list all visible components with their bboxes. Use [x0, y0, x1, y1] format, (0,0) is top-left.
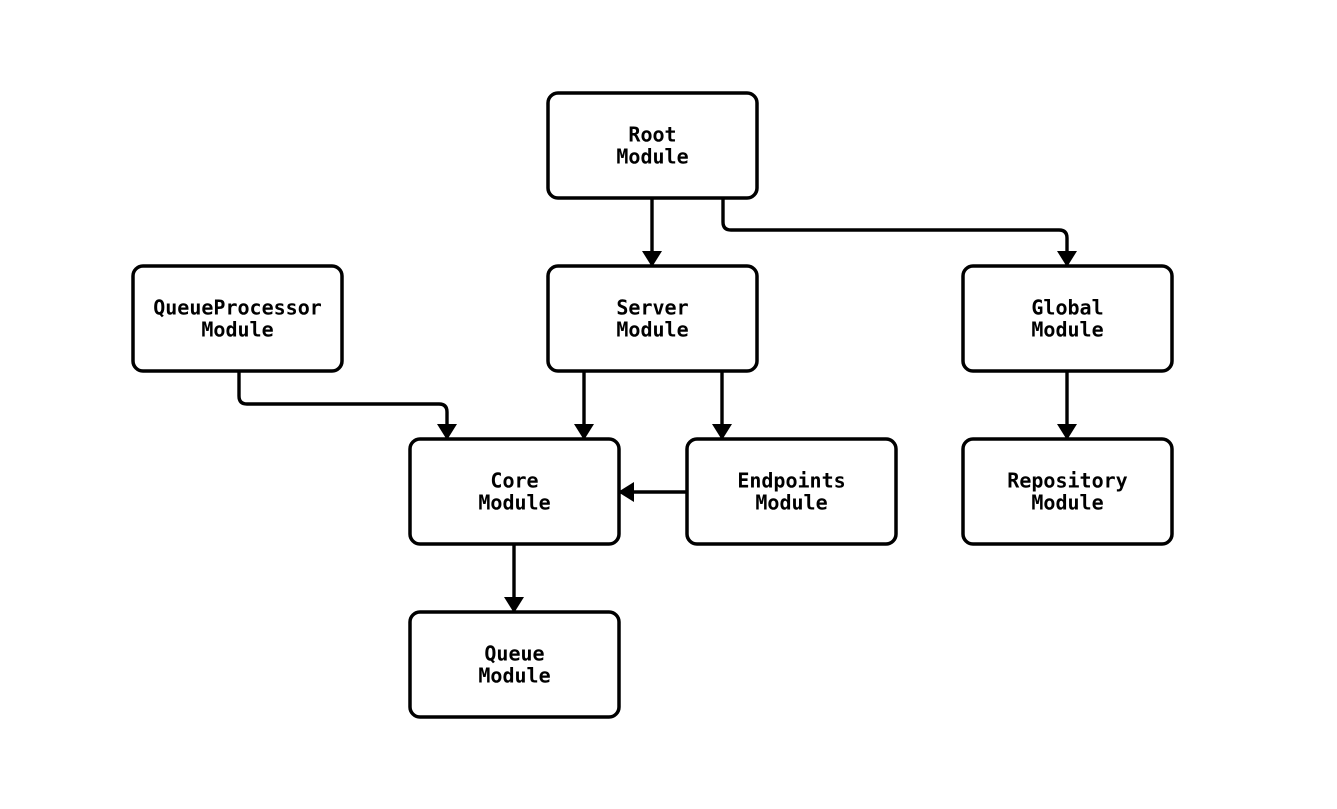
edge-root-module-to-global-module: [721, 196, 1077, 268]
node-label-line: Module: [755, 491, 827, 515]
node-label-line: Module: [616, 318, 688, 342]
node-box: [131, 264, 344, 373]
edges-layer: [237, 196, 1077, 614]
node-label-line: Module: [478, 491, 550, 515]
edge-queueprocessor-module-to-core-module: [237, 369, 457, 441]
node-box: [961, 264, 1174, 373]
node-label-line: Module: [616, 145, 688, 169]
node-label-line: Root: [628, 123, 676, 147]
node-label-line: Queue: [484, 642, 544, 666]
node-box: [408, 610, 621, 719]
node-label-line: Global: [1031, 296, 1103, 320]
node-box: [408, 437, 621, 546]
node-box: [546, 264, 759, 373]
node-box: [685, 437, 898, 546]
node-label-line: Module: [1031, 491, 1103, 515]
node-label-line: QueueProcessor: [153, 296, 322, 320]
node-label-line: Core: [490, 469, 538, 493]
node-box: [546, 91, 759, 200]
node-label-line: Module: [201, 318, 273, 342]
node-label-line: Repository: [1007, 469, 1127, 493]
node-label-line: Server: [616, 296, 688, 320]
node-label-line: Module: [1031, 318, 1103, 342]
node-label-line: Module: [478, 664, 550, 688]
node-label-line: Endpoints: [737, 469, 845, 493]
node-box: [961, 437, 1174, 546]
